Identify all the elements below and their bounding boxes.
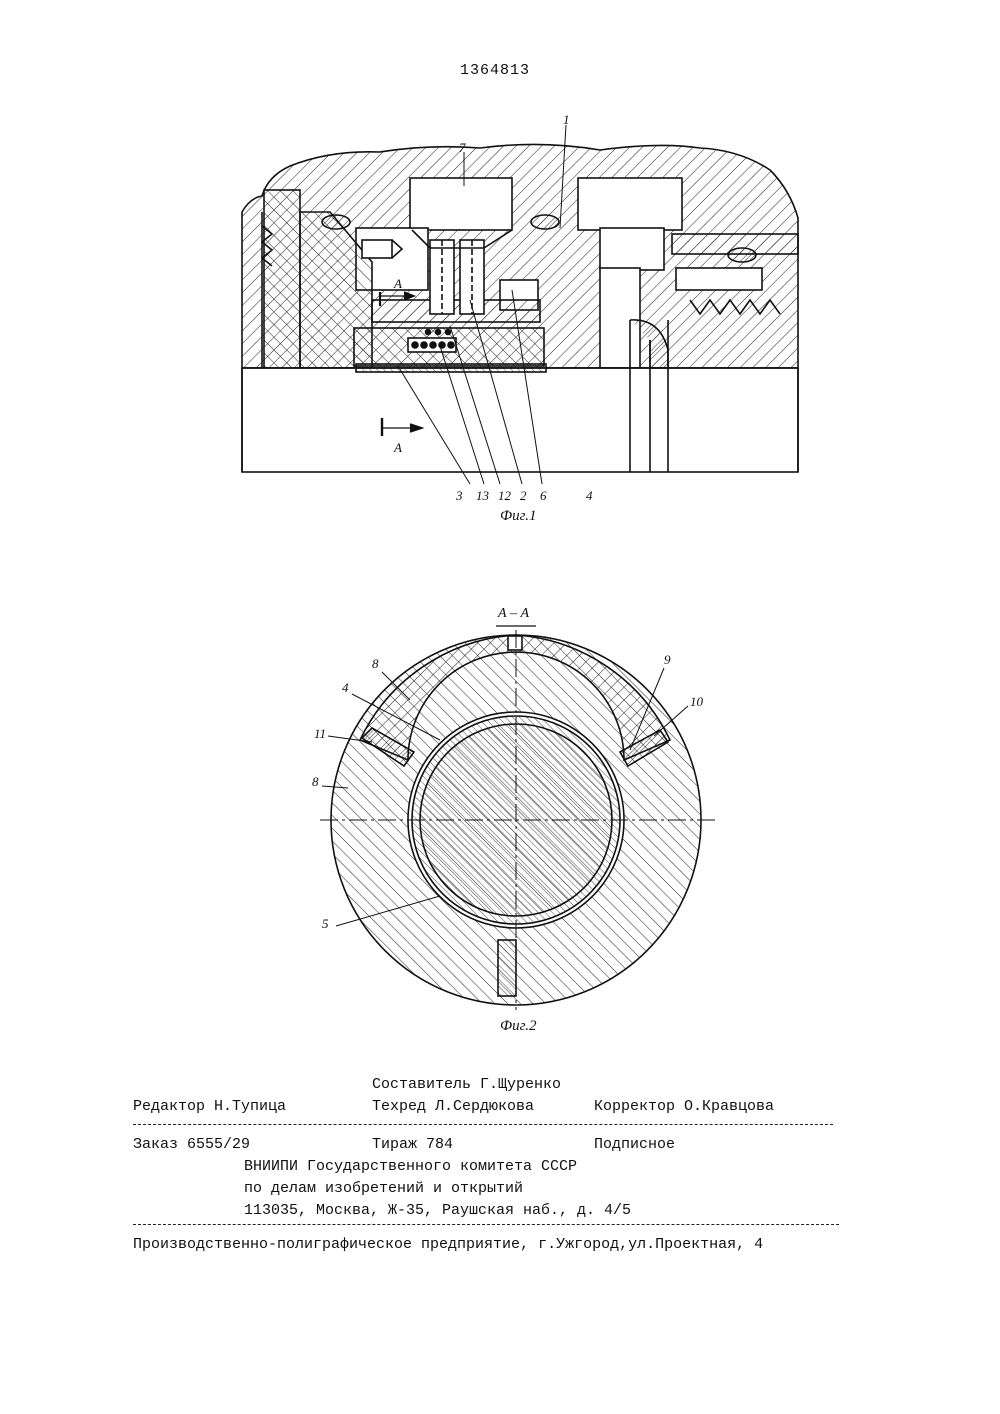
circulation-line: Тираж 784 — [372, 1136, 453, 1153]
figure-1-drawing — [242, 125, 798, 484]
order-line: Заказ 6555/29 — [133, 1136, 250, 1153]
callout-4-fig2: 4 — [342, 680, 349, 696]
section-title-a-a: А – А — [498, 606, 529, 622]
callout-6: 6 — [540, 488, 547, 504]
callout-10: 10 — [690, 694, 703, 710]
callout-13: 13 — [476, 488, 489, 504]
printer-line: Производственно-полиграфическое предприя… — [133, 1236, 763, 1253]
org-line-1: ВНИИПИ Государственного комитета СССР — [244, 1158, 577, 1175]
callout-9: 9 — [664, 652, 671, 668]
callout-2: 2 — [520, 488, 527, 504]
callout-1: 1 — [563, 112, 570, 128]
callout-8-left: 8 — [312, 774, 319, 790]
figure-2-caption: Фиг.2 — [500, 1018, 536, 1035]
callout-5: 5 — [322, 916, 329, 932]
callout-4: 4 — [586, 488, 593, 504]
subscription-line: Подписное — [594, 1136, 675, 1153]
divider-2 — [133, 1224, 839, 1225]
org-line-3: 113035, Москва, Ж-35, Раушская наб., д. … — [244, 1202, 631, 1219]
techred-line: Техред Л.Сердюкова — [372, 1098, 534, 1115]
section-marker-a: А — [394, 276, 402, 292]
callout-7: 7 — [459, 140, 466, 156]
org-line-2: по делам изобретений и открытий — [244, 1180, 523, 1197]
divider-1 — [133, 1124, 833, 1125]
section-marker-a-lower: А — [394, 440, 402, 456]
figure-1-caption: Фиг.1 — [500, 508, 536, 525]
editor-line: Редактор Н.Тупица — [133, 1098, 286, 1115]
figure-2-drawing — [320, 626, 718, 1010]
callout-11: 11 — [314, 726, 326, 742]
compiler-line: Составитель Г.Щуренко — [372, 1076, 561, 1093]
corrector-line: Корректор О.Кравцова — [594, 1098, 774, 1115]
callout-12: 12 — [498, 488, 511, 504]
callout-3: 3 — [456, 488, 463, 504]
callout-8-top: 8 — [372, 656, 379, 672]
technical-drawings — [0, 0, 1000, 1060]
